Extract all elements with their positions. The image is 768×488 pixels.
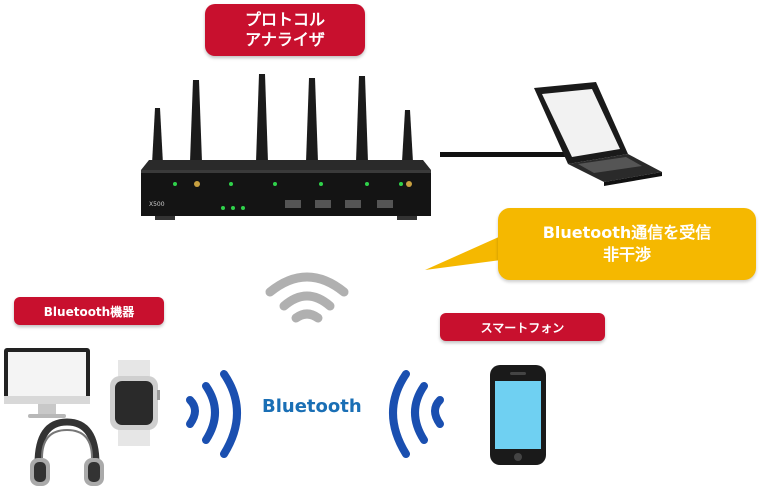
antenna <box>152 108 163 164</box>
analyzer-label: プロトコル アナライザ <box>205 4 365 56</box>
bluetooth-wave-right-icon <box>389 370 444 458</box>
antenna <box>306 78 318 162</box>
antenna <box>190 80 202 162</box>
monitor-icon <box>4 348 90 418</box>
connection-cable <box>440 152 568 157</box>
headphones-icon <box>30 418 104 486</box>
bluetooth-devices-label: Bluetooth機器 <box>14 297 164 325</box>
smartphone-icon <box>490 365 546 465</box>
callout-line1: Bluetooth通信を受信 <box>542 223 712 242</box>
wifi-icon <box>265 272 349 323</box>
analyzer-label-line1: プロトコル <box>244 10 325 29</box>
antenna <box>356 76 368 162</box>
callout-line2: 非干渉 <box>602 245 651 264</box>
protocol-analyzer-device: X500 <box>141 74 431 220</box>
bluetooth-text: Bluetooth <box>262 396 362 417</box>
callout-pointer <box>425 236 501 270</box>
laptop-icon <box>534 82 662 186</box>
antenna <box>256 74 268 162</box>
smartphone-label: スマートフォン <box>440 313 605 341</box>
model-text: X500 <box>149 201 165 208</box>
callout-box: Bluetooth通信を受信 非干渉 <box>498 208 756 280</box>
bluetooth-wave-left-icon <box>186 370 241 458</box>
smartwatch-icon <box>110 360 160 446</box>
analyzer-label-line2: アナライザ <box>245 30 325 49</box>
antenna <box>402 110 413 162</box>
